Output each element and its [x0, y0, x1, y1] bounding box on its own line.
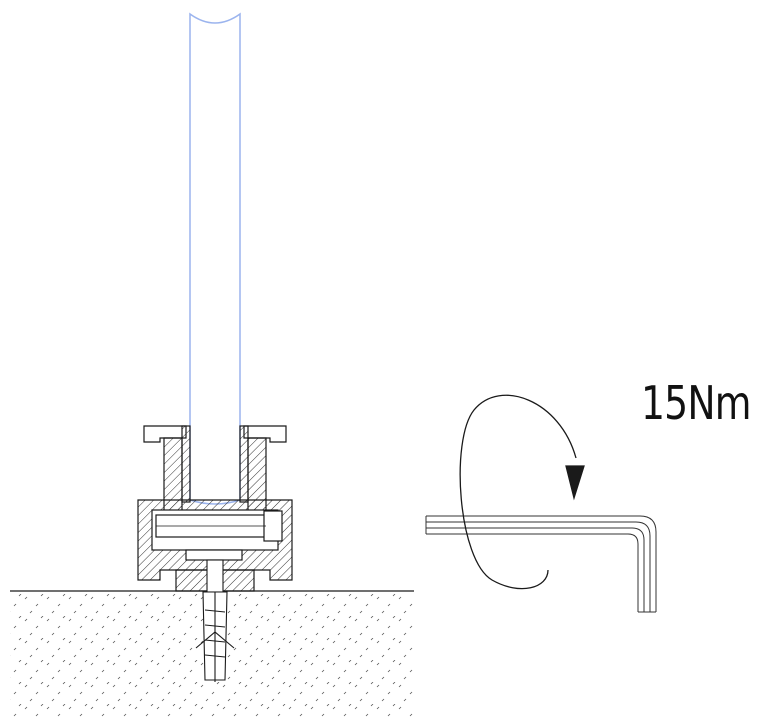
base-profile — [137, 425, 293, 592]
glass-panel — [189, 12, 241, 505]
clockwise-arrow-icon — [459, 394, 585, 590]
bolt-head — [263, 510, 283, 542]
torque-label: 15Nm — [641, 376, 752, 430]
anchor-screw — [195, 559, 235, 682]
foot-slot — [185, 549, 243, 561]
left-gasket — [181, 425, 191, 503]
allen-key-icon — [425, 515, 657, 613]
right-gasket — [239, 425, 249, 503]
screw-neck — [206, 559, 224, 593]
